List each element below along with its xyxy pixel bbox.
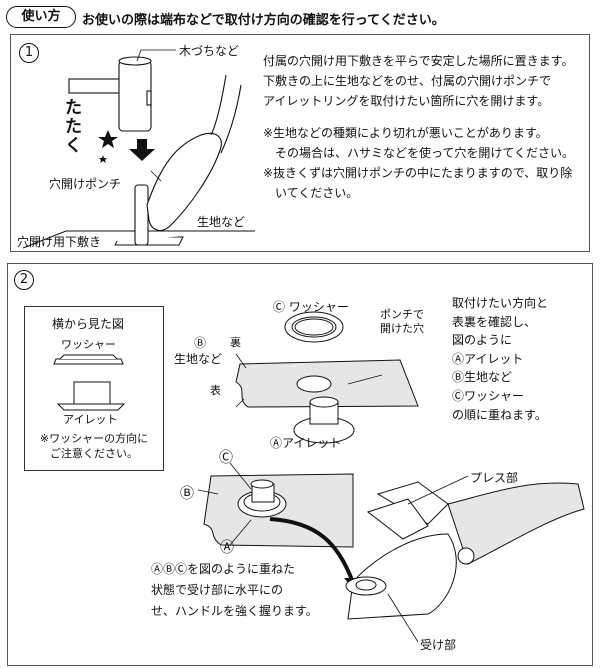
step2-illustration	[53, 311, 585, 643]
note-line: いてください。	[263, 186, 359, 200]
instruction-line: Ⓑ生地など	[452, 370, 513, 385]
label-front: 表	[210, 384, 221, 397]
step1-illustration	[22, 49, 255, 249]
side-washer-label: ワッシャー	[61, 338, 116, 351]
label-receiver: 受け部	[420, 638, 457, 652]
instruction-line: 付属の穴開け用下敷きを平らで安定した場所に置きます。	[263, 54, 574, 68]
side-eyelet-label: アイレット	[63, 413, 118, 426]
note-line: ※抜きくずは穴開けポンチの中にたまりますので、取り除	[263, 166, 573, 180]
mallet-icon	[68, 56, 152, 132]
label-tap: たたく	[65, 98, 82, 156]
step2-panel: 2 横から見た図 ワッシャー アイレット ※ワッシャーの方向に ご注意ください。…	[7, 263, 593, 666]
label-press: プレス部	[470, 471, 519, 485]
label-b-assembled: Ⓑ	[180, 486, 194, 502]
bottom-line: 状態で受け部に水平にの	[151, 583, 284, 597]
step1-instructions: 付属の穴開け用下敷きを平らで安定した場所に置きます。 下敷きの上に生地などをのせ…	[263, 51, 573, 111]
note-line: ご注意ください。	[50, 447, 138, 460]
side-view-box: 横から見た図 ワッシャー アイレット ※ワッシャーの方向に ご注意ください。	[24, 306, 164, 471]
note-line: ※生地などの種類により切れが悪いことがあります。	[263, 126, 548, 140]
step1-panel: 1 木づちなど たたく 穴開けポンチ 生地など 穴開け用下敷き 付属の穴開け用下…	[10, 34, 590, 252]
instruction-line: 表裏を確認し、	[452, 314, 537, 329]
header-text: お使いの際は端布などで取付け方向の確認を行ってください。	[82, 13, 445, 28]
instruction-line: Ⓐアイレット	[452, 351, 524, 366]
instruction-line: アイレットリングを取付けたい箇所に穴を開けます。	[263, 94, 550, 108]
label-b: Ⓑ	[194, 336, 207, 350]
step1-number: 1	[19, 43, 39, 63]
punch-icon	[134, 184, 149, 246]
step2-instructions: 取付けたい方向と 表裏を確認し、 図のように Ⓐアイレット Ⓑ生地など Ⓒワッシ…	[452, 294, 548, 424]
eyelet-icon	[293, 396, 355, 444]
bottom-line: ⒶⒷⒸを図のように重ねた	[151, 562, 296, 576]
step1-notes: ※生地などの種類により切れが悪いことがあります。 その場合は、ハサミなどを使って…	[263, 123, 574, 203]
note-line: その場合は、ハサミなどを使って穴を開けてください。	[263, 146, 575, 160]
instruction-line: 下敷きの上に生地などをのせ、付属の穴開けポンチで	[263, 74, 552, 88]
side-eyelet-icon	[56, 381, 126, 411]
side-washer-icon	[53, 354, 124, 365]
instruction-line: 取付けたい方向と	[452, 296, 549, 310]
down-arrow-icon	[129, 139, 155, 161]
assembled-eyelet-icon	[237, 479, 287, 518]
side-note: ※ワッシャーの方向に ご注意ください。	[33, 431, 155, 461]
hole-line: ポンチで	[380, 308, 424, 321]
label-hole: ポンチで 開けた穴	[380, 308, 424, 336]
bottom-line: せ、ハンドルを強く握ります。	[151, 604, 318, 618]
star-icons	[98, 130, 118, 163]
instruction-line: Ⓒワッシャー	[452, 388, 525, 403]
label-fabric: 生地など	[197, 215, 246, 229]
hole-line: 開けた穴	[380, 322, 424, 335]
label-a: Ⓐ	[220, 540, 234, 556]
instruction-line: 図のように	[452, 333, 513, 348]
side-view-title: 横から見た図	[52, 317, 125, 331]
label-c: Ⓒ	[219, 450, 233, 466]
punched-hole	[296, 375, 332, 393]
usage-badge: 使い方	[6, 6, 76, 28]
note-line: ※ワッシャーの方向に	[39, 432, 149, 445]
label-punch: 穴開けポンチ	[49, 177, 122, 191]
label-fabric: 生地など	[174, 352, 223, 366]
step2-bottom-text: ⒶⒷⒸを図のように重ねた 状態で受け部に水平にの せ、ハンドルを強く握ります。	[151, 559, 318, 622]
label-back: 裏	[230, 336, 241, 349]
label-c-washer: Ⓒ ワッシャー	[273, 300, 349, 314]
hand-icon	[146, 74, 242, 231]
label-mallet: 木づちなど	[179, 44, 240, 58]
step2-number: 2	[14, 270, 34, 290]
instruction-line: の順に重ねます。	[452, 407, 547, 422]
label-a-eyelet: Ⓐアイレット	[270, 436, 342, 450]
pliers-icon	[345, 481, 585, 620]
label-mat: 穴開け用下敷き	[17, 235, 102, 249]
washer-icon	[284, 311, 344, 343]
curved-arrow-icon	[269, 517, 354, 581]
